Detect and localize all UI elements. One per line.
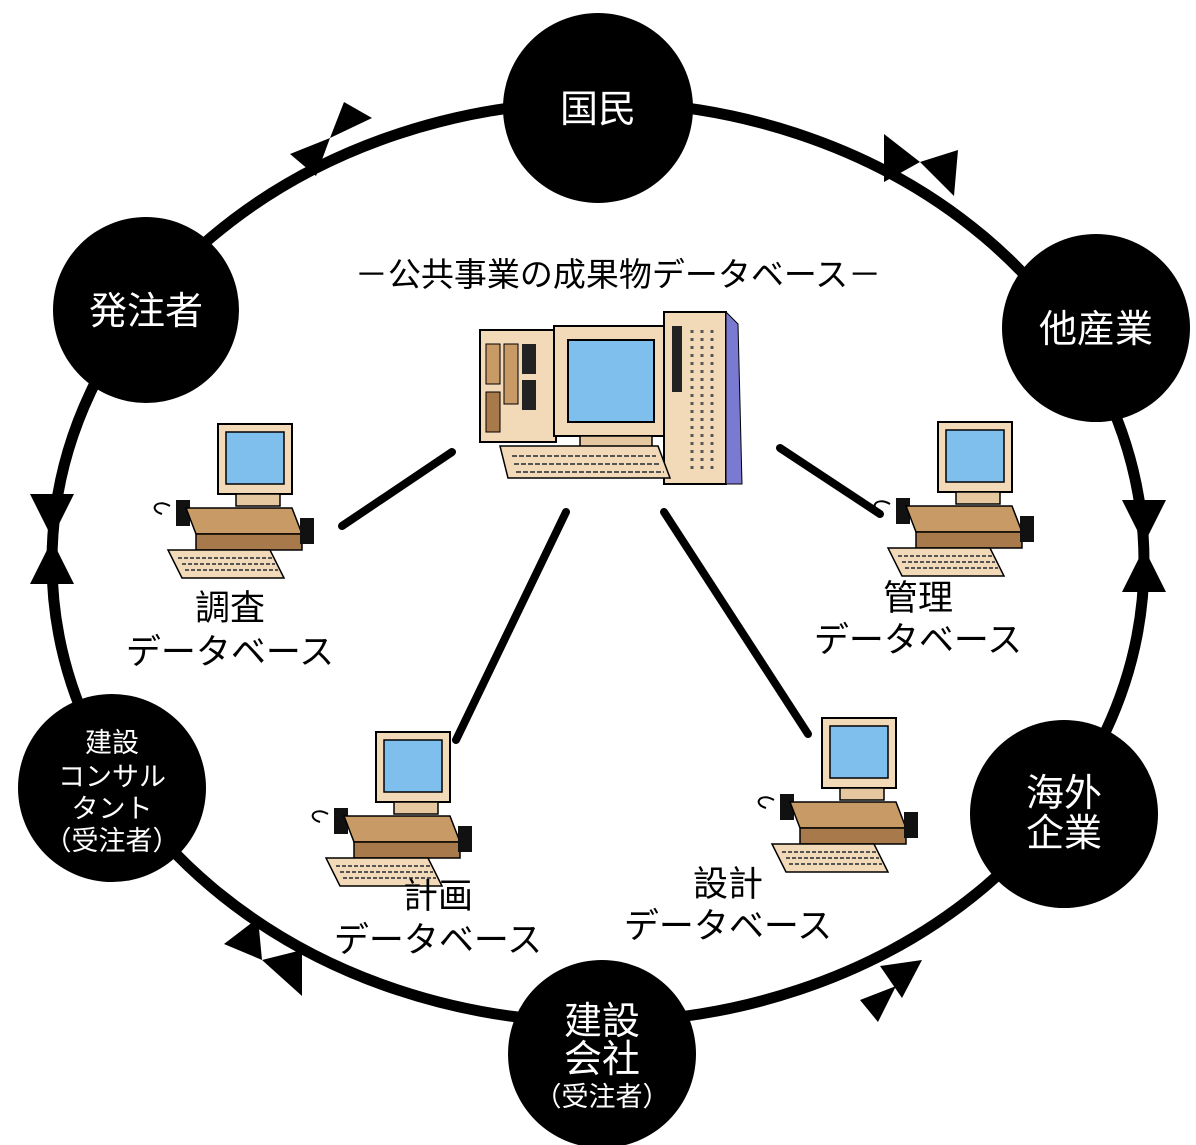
arrow-upper-right-b xyxy=(920,150,958,196)
line-to-chosa xyxy=(338,448,456,530)
keikaku-db-label-line1: 計画 xyxy=(403,877,473,917)
central-server-icon xyxy=(479,310,743,485)
line-to-sekkei xyxy=(660,508,812,738)
line-to-kanri xyxy=(776,444,884,518)
arrow-upper-left-a xyxy=(290,138,330,176)
keikaku-db-label: 計画 データベース xyxy=(334,877,542,961)
node-kaigai: 海外 企業 xyxy=(970,720,1158,908)
sekkei-db-label-line1: 設計 xyxy=(693,865,763,905)
node-kaigai-line1: 海外 xyxy=(1026,771,1102,815)
node-consultant-line1: 建設 xyxy=(85,728,139,759)
arrow-upper-left-b xyxy=(330,102,372,138)
kanri-db-label-line2: データベース xyxy=(814,621,1022,661)
node-kaigai-line2: 企業 xyxy=(1026,811,1102,855)
node-kensetsu: 建設 会社 （受注者） xyxy=(508,960,696,1145)
arrow-right-b xyxy=(1122,548,1166,592)
chosa-db-label-line1: 調査 xyxy=(195,589,265,629)
kanri-db-label: 管理 データベース xyxy=(814,579,1022,661)
node-consultant-line2: コンサル xyxy=(58,762,166,793)
line-to-keikaku xyxy=(452,508,570,744)
keikaku-db-label-line2: データベース xyxy=(334,921,542,961)
arrow-lower-left-b xyxy=(262,950,302,996)
node-kokumin-label: 国民 xyxy=(560,87,636,131)
node-consultant-line3: タント xyxy=(72,794,153,825)
kanri-computer-icon xyxy=(873,421,1035,577)
chosa-db-label: 調査 データベース xyxy=(126,589,334,673)
arrow-lower-right-a xyxy=(860,986,896,1022)
arrow-right-a xyxy=(1122,500,1166,544)
node-consultant-line4: （受注者） xyxy=(45,826,180,857)
diagram-title: －公共事業の成果物データベース－ xyxy=(355,255,881,294)
sekkei-db-label-line2: データベース xyxy=(624,907,832,947)
ring-arrows xyxy=(30,102,1166,1022)
node-hatchusha: 発注者 xyxy=(53,217,239,403)
sekkei-db-label: 設計 データベース xyxy=(624,865,832,947)
sekkei-computer-icon xyxy=(757,717,919,873)
arrow-upper-right-a xyxy=(884,134,920,182)
kanri-db-label-line1: 管理 xyxy=(883,579,953,619)
node-kokumin: 国民 xyxy=(503,13,693,203)
node-tasangyo-label: 他産業 xyxy=(1039,307,1153,351)
node-kensetsu-line3: （受注者） xyxy=(535,1082,670,1113)
arrow-lower-right-b xyxy=(880,960,922,998)
connection-lines xyxy=(338,444,884,744)
chosa-computer-icon xyxy=(153,423,315,579)
keikaku-computer-icon xyxy=(311,731,473,887)
chosa-db-label-line2: データベース xyxy=(126,633,334,673)
node-hatchusha-label: 発注者 xyxy=(89,289,203,333)
node-kensetsu-line2: 会社 xyxy=(564,1037,640,1081)
node-tasangyo: 他産業 xyxy=(1002,234,1190,422)
arrow-left-b xyxy=(30,540,74,584)
node-kensetsu-line1: 建設 xyxy=(564,999,640,1043)
arrow-lower-left-a xyxy=(224,918,262,960)
node-consultant: 建設 コンサル タント （受注者） xyxy=(18,694,206,882)
arrow-left-a xyxy=(30,494,74,538)
